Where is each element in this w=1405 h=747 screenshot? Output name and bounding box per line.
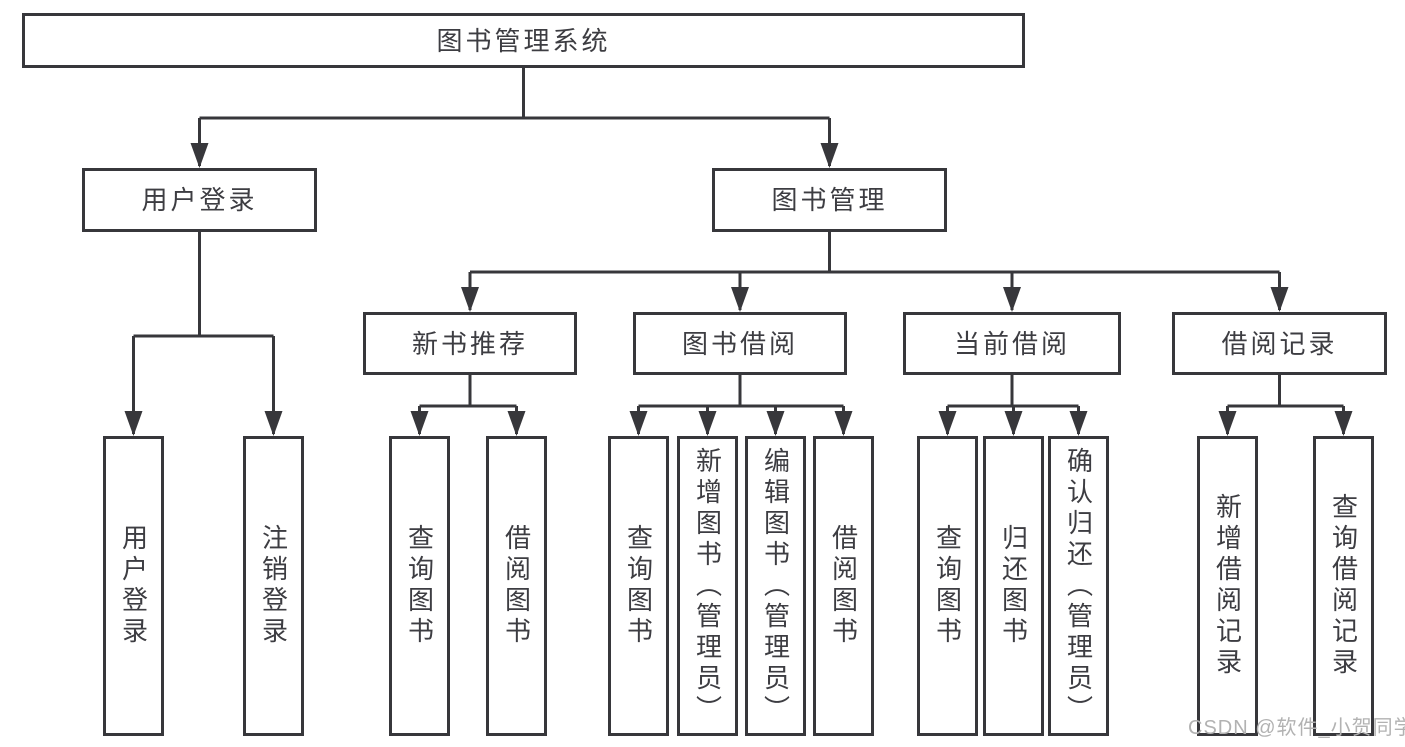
arrow-down-icon [507,411,526,436]
leaf-label: 归还图书 [998,524,1029,648]
leaf-label: 新增借阅记录 [1212,493,1243,679]
arrow-down-icon [1004,411,1023,436]
leaf-return-books: 归还图书 [983,436,1044,736]
leaf-current-query-books: 查询图书 [917,436,978,736]
arrow-down-icon [1334,411,1353,436]
node-label: 用户登录 [141,185,258,215]
arrow-down-icon [461,287,479,312]
leaf-label: 用户登录 [118,524,149,648]
node-label: 图书管理 [771,185,888,215]
node-label: 图书借阅 [681,328,798,359]
leaf-label: 查询借阅记录 [1328,493,1359,679]
arrow-down-icon [766,411,785,436]
node-borrowing-records: 借阅记录 [1172,312,1387,375]
node-user-login: 用户登录 [82,168,317,232]
leaf-label: 编辑图书（管理员） [760,446,791,726]
csdn-watermark: CSDN @软件_小贺同学 [1188,717,1405,739]
arrow-down-icon [190,143,209,168]
leaf-label: 借阅图书 [828,524,859,648]
node-book-borrowing: 图书借阅 [633,312,847,375]
leaf-logout: 注销登录 [243,436,304,736]
leaf-borrowing-query-books: 查询图书 [608,436,669,736]
node-label: 新书推荐 [411,328,528,359]
leaf-recommend-query-books: 查询图书 [389,436,450,736]
arrow-down-icon [410,411,429,436]
node-label: 当前借阅 [953,328,1070,359]
leaf-query-borrow-record: 查询借阅记录 [1313,436,1374,736]
node-label: 借阅记录 [1221,328,1338,359]
arrow-down-icon [1270,287,1289,312]
arrowheads [124,143,1353,436]
connector-path [132,68,1345,434]
node-library-management-system: 图书管理系统 [22,13,1025,68]
leaf-label: 查询图书 [404,524,435,648]
arrow-down-icon [731,287,749,312]
leaf-recommend-borrow-books: 借阅图书 [486,436,547,736]
node-current-borrowing: 当前借阅 [903,312,1121,375]
arrow-down-icon [124,411,143,436]
arrow-down-icon [1003,287,1021,312]
leaf-user-login: 用户登录 [103,436,164,736]
arrow-down-icon [1069,411,1088,436]
leaf-label: 借阅图书 [501,524,532,648]
node-new-book-recommendation: 新书推荐 [363,312,577,375]
leaf-label: 注销登录 [258,524,289,648]
leaf-borrowing-borrow-books: 借阅图书 [813,436,874,736]
leaf-add-borrow-record: 新增借阅记录 [1197,436,1258,736]
arrow-down-icon [820,143,839,168]
leaf-label: 查询图书 [623,524,654,648]
leaf-confirm-return-admin: 确认归还（管理员） [1048,436,1109,736]
node-book-management: 图书管理 [712,168,947,232]
arrow-down-icon [698,411,717,436]
arrow-down-icon [834,411,853,436]
leaf-label: 查询图书 [932,524,963,648]
arrow-down-icon [938,411,957,436]
leaf-add-books-admin: 新增图书（管理员） [677,436,738,736]
node-label: 图书管理系统 [436,25,611,56]
leaf-label: 新增图书（管理员） [692,446,723,726]
arrow-down-icon [1218,411,1237,436]
leaf-label: 确认归还（管理员） [1063,446,1094,726]
leaf-edit-books-admin: 编辑图书（管理员） [745,436,806,736]
arrow-down-icon [264,411,283,436]
arrow-down-icon [629,411,648,436]
